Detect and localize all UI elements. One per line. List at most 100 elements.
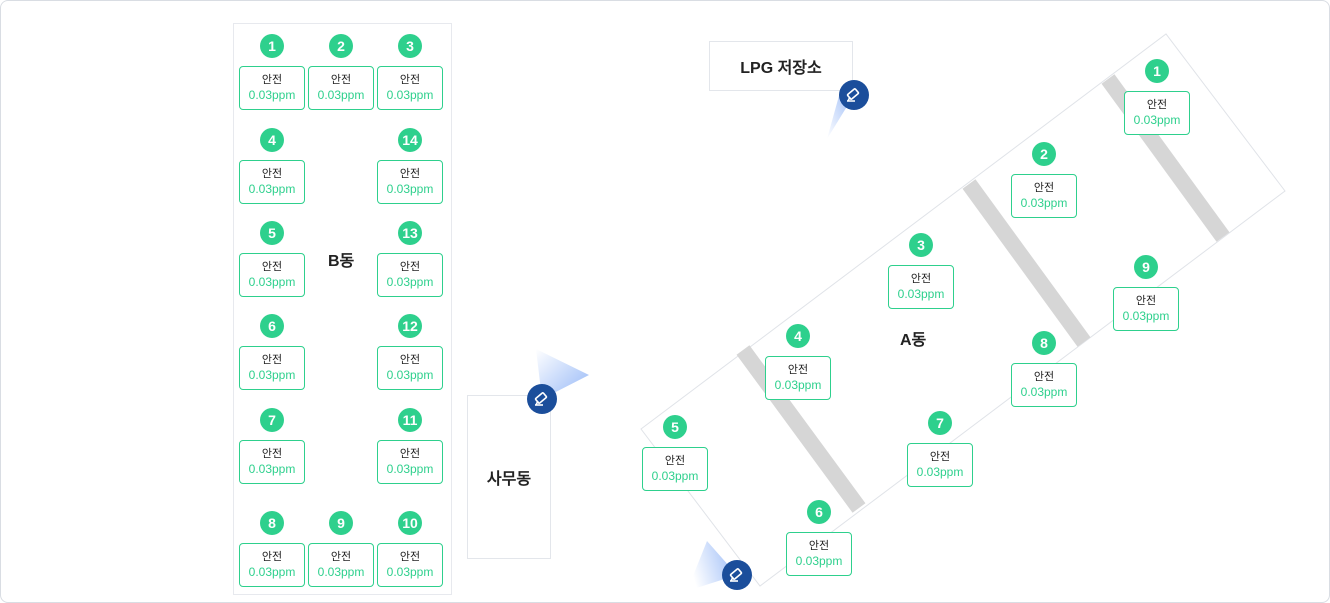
sensor-status: 안전	[1033, 371, 1055, 383]
sensor-status: 안전	[261, 261, 283, 273]
camera-icon	[846, 88, 860, 102]
sensor-number: 13	[398, 221, 422, 245]
sensor-number: 1	[260, 34, 284, 58]
sensor-a-6[interactable]: 6 안전 0.03ppm	[786, 500, 852, 576]
sensor-a-3[interactable]: 3 안전 0.03ppm	[888, 233, 954, 309]
sensor-number: 3	[398, 34, 422, 58]
sensor-b-13[interactable]: 13 안전 0.03ppm	[377, 221, 443, 297]
sensor-status: 안전	[929, 451, 951, 463]
sensor-value: 0.03ppm	[1020, 385, 1068, 399]
sensor-value: 0.03ppm	[248, 88, 296, 102]
sensor-status: 안전	[399, 354, 421, 366]
sensor-a-7[interactable]: 7 안전 0.03ppm	[907, 411, 973, 487]
sensor-number: 10	[398, 511, 422, 535]
lpg-storage: LPG 저장소	[709, 41, 853, 91]
sensor-value: 0.03ppm	[1133, 113, 1181, 127]
sensor-status: 안전	[261, 74, 283, 86]
sensor-b-6[interactable]: 6 안전 0.03ppm	[239, 314, 305, 390]
camera-icon[interactable]	[839, 80, 869, 110]
sensor-b-1[interactable]: 1 안전 0.03ppm	[239, 34, 305, 110]
sensor-value: 0.03ppm	[317, 88, 365, 102]
sensor-status: 안전	[261, 551, 283, 563]
camera-icon[interactable]	[722, 560, 752, 590]
sensor-number: 9	[329, 511, 353, 535]
sensor-status: 안전	[261, 448, 283, 460]
sensor-status: 안전	[261, 168, 283, 180]
sensor-a-8[interactable]: 8 안전 0.03ppm	[1011, 331, 1077, 407]
sensor-value: 0.03ppm	[386, 182, 434, 196]
sensor-number: 14	[398, 128, 422, 152]
sensor-number: 11	[398, 408, 422, 432]
sensor-value: 0.03ppm	[248, 565, 296, 579]
sensor-b-11[interactable]: 11 안전 0.03ppm	[377, 408, 443, 484]
office-building: 사무동	[467, 395, 551, 559]
sensor-status: 안전	[808, 540, 830, 552]
sensor-status: 안전	[330, 74, 352, 86]
sensor-number: 9	[1134, 255, 1158, 279]
sensor-status: 안전	[399, 168, 421, 180]
sensor-value: 0.03ppm	[386, 88, 434, 102]
sensor-b-7[interactable]: 7 안전 0.03ppm	[239, 408, 305, 484]
sensor-b-14[interactable]: 14 안전 0.03ppm	[377, 128, 443, 204]
sensor-status: 안전	[664, 455, 686, 467]
camera-icon[interactable]	[527, 384, 557, 414]
sensor-value: 0.03ppm	[248, 462, 296, 476]
sensor-value: 0.03ppm	[916, 465, 964, 479]
sensor-status: 안전	[1146, 99, 1168, 111]
sensor-value: 0.03ppm	[1122, 309, 1170, 323]
sensor-number: 7	[260, 408, 284, 432]
sensor-a-1[interactable]: 1 안전 0.03ppm	[1124, 59, 1190, 135]
sensor-b-5[interactable]: 5 안전 0.03ppm	[239, 221, 305, 297]
sensor-a-9[interactable]: 9 안전 0.03ppm	[1113, 255, 1179, 331]
sensor-b-8[interactable]: 8 안전 0.03ppm	[239, 511, 305, 587]
sensor-value: 0.03ppm	[795, 554, 843, 568]
sensor-value: 0.03ppm	[248, 368, 296, 382]
sensor-number: 7	[928, 411, 952, 435]
camera-icon	[729, 568, 743, 582]
sensor-value: 0.03ppm	[774, 378, 822, 392]
sensor-number: 6	[260, 314, 284, 338]
sensor-status: 안전	[910, 273, 932, 285]
building-b	[233, 23, 452, 595]
sensor-status: 안전	[399, 261, 421, 273]
sensor-number: 5	[260, 221, 284, 245]
sensor-number: 2	[1032, 142, 1056, 166]
sensor-value: 0.03ppm	[386, 275, 434, 289]
sensor-value: 0.03ppm	[1020, 196, 1068, 210]
sensor-number: 5	[663, 415, 687, 439]
sensor-number: 1	[1145, 59, 1169, 83]
sensor-b-4[interactable]: 4 안전 0.03ppm	[239, 128, 305, 204]
sensor-status: 안전	[330, 551, 352, 563]
sensor-number: 8	[260, 511, 284, 535]
camera-icon	[534, 392, 548, 406]
sensor-status: 안전	[399, 551, 421, 563]
sensor-value: 0.03ppm	[651, 469, 699, 483]
sensor-status: 안전	[399, 448, 421, 460]
sensor-value: 0.03ppm	[248, 182, 296, 196]
sensor-status: 안전	[787, 364, 809, 376]
sensor-number: 4	[260, 128, 284, 152]
sensor-value: 0.03ppm	[897, 287, 945, 301]
sensor-value: 0.03ppm	[386, 462, 434, 476]
building-a-label: A동	[900, 332, 927, 349]
sensor-number: 8	[1032, 331, 1056, 355]
sensor-number: 3	[909, 233, 933, 257]
sensor-a-5[interactable]: 5 안전 0.03ppm	[642, 415, 708, 491]
sensor-b-12[interactable]: 12 안전 0.03ppm	[377, 314, 443, 390]
sensor-a-2[interactable]: 2 안전 0.03ppm	[1011, 142, 1077, 218]
sensor-number: 12	[398, 314, 422, 338]
office-label: 사무동	[486, 471, 532, 488]
sensor-value: 0.03ppm	[386, 368, 434, 382]
sensor-number: 6	[807, 500, 831, 524]
sensor-status: 안전	[1033, 182, 1055, 194]
sensor-value: 0.03ppm	[248, 275, 296, 289]
sensor-status: 안전	[1135, 295, 1157, 307]
sensor-status: 안전	[261, 354, 283, 366]
building-b-label: B동	[328, 253, 355, 270]
